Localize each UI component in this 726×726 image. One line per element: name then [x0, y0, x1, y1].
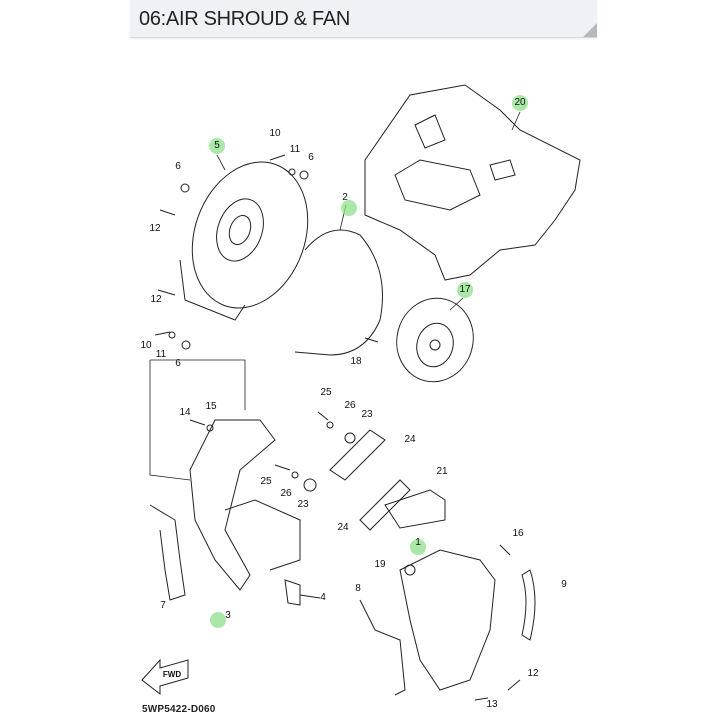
part-pipe: [149, 504, 186, 601]
page-header: 06:AIR SHROUD & FAN: [130, 0, 597, 38]
part-seal-9: [521, 569, 536, 641]
callout-5[interactable]: 5: [214, 140, 220, 151]
part-bracket-a: [329, 429, 386, 481]
part-fan: [396, 297, 474, 383]
callout-13[interactable]: 13: [486, 699, 498, 710]
highlight-20: [512, 95, 528, 111]
highlight-5: [209, 138, 225, 154]
part-band: [294, 229, 383, 356]
callout-26[interactable]: 26: [280, 488, 292, 499]
callout-18[interactable]: 18: [350, 356, 362, 367]
callout-8[interactable]: 8: [355, 583, 361, 594]
highlight-1: [410, 539, 426, 555]
corner-fold-icon: [583, 23, 597, 37]
callout-16[interactable]: 16: [512, 528, 524, 539]
part-air-shroud: [364, 84, 581, 281]
callout-20[interactable]: 20: [514, 97, 526, 108]
part-fan-cover: [191, 161, 309, 309]
callout-23[interactable]: 23: [297, 499, 309, 510]
callout-9[interactable]: 9: [561, 579, 567, 590]
callout-19[interactable]: 19: [374, 559, 386, 570]
callout-11[interactable]: 11: [289, 144, 301, 155]
callout-14[interactable]: 14: [179, 407, 191, 418]
callout-17[interactable]: 17: [459, 284, 471, 295]
callout-10[interactable]: 10: [269, 128, 281, 139]
callout-26[interactable]: 26: [344, 400, 356, 411]
callout-23[interactable]: 23: [361, 409, 373, 420]
callout-6[interactable]: 6: [175, 161, 181, 172]
callout-24[interactable]: 24: [404, 434, 416, 445]
part-air-shroud-inlet: [394, 159, 481, 211]
fwd-arrow-icon: [141, 658, 189, 696]
callout-11[interactable]: 11: [155, 349, 167, 360]
part-bolts: [154, 154, 521, 701]
callout-12[interactable]: 12: [149, 223, 161, 234]
diagram-code: 5WP5422-D060: [142, 704, 216, 715]
callout-2[interactable]: 2: [342, 192, 348, 203]
page-title: 06:AIR SHROUD & FAN: [139, 8, 351, 30]
callout-25[interactable]: 25: [260, 476, 272, 487]
callout-6[interactable]: 6: [308, 152, 314, 163]
part-cover-1: [399, 549, 496, 691]
leader-lines: [149, 111, 521, 481]
callout-10[interactable]: 10: [140, 340, 152, 351]
fwd-label: FWD: [162, 670, 182, 679]
callout-12[interactable]: 12: [527, 668, 539, 679]
callout-24[interactable]: 24: [337, 522, 349, 533]
part-bracket-b: [359, 479, 411, 531]
highlight-3: [210, 612, 226, 628]
callout-15[interactable]: 15: [205, 401, 217, 412]
part-rod: [359, 599, 406, 696]
callout-12[interactable]: 12: [150, 294, 162, 305]
callout-4[interactable]: 4: [320, 592, 326, 603]
part-seal: [284, 579, 301, 606]
callout-7[interactable]: 7: [160, 600, 166, 611]
part-stay: [384, 489, 446, 529]
part-lower-shroud: [189, 419, 276, 591]
callout-1[interactable]: 1: [415, 537, 421, 548]
callout-6[interactable]: 6: [175, 358, 181, 369]
callout-21[interactable]: 21: [436, 466, 448, 477]
callout-3[interactable]: 3: [225, 610, 231, 621]
callout-25[interactable]: 25: [320, 387, 332, 398]
highlight-17: [457, 282, 473, 298]
highlight-2: [341, 200, 357, 216]
